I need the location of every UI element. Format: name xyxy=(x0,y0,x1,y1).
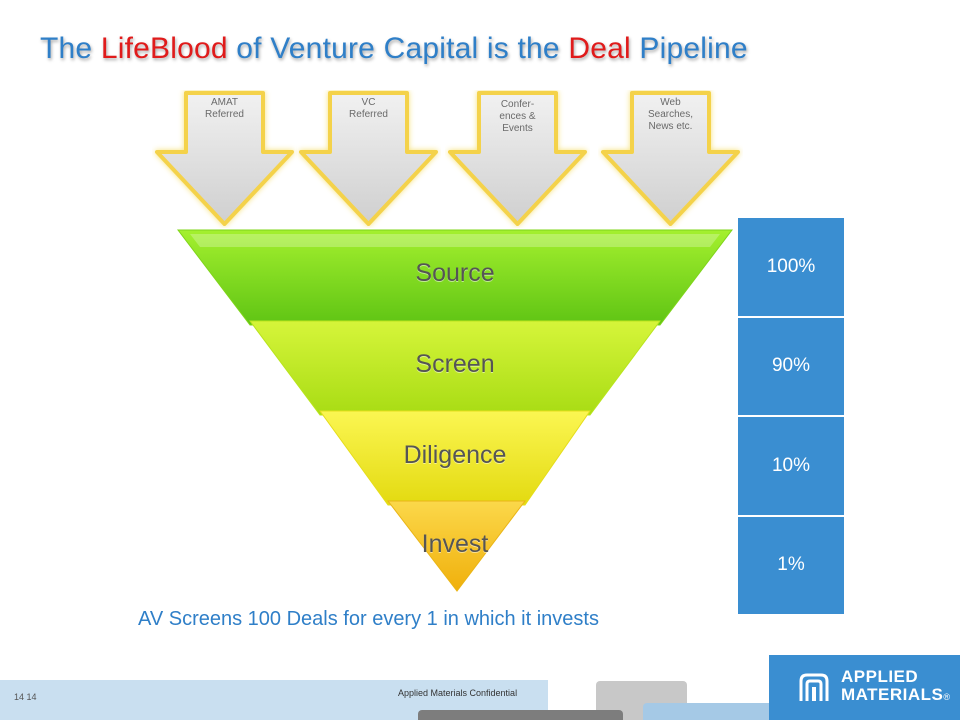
arrow-amat-referred: AMAT Referred xyxy=(152,90,297,228)
down-arrow-icon xyxy=(448,91,587,226)
funnel-layer-diligence xyxy=(319,410,591,506)
stage-label-source: Source xyxy=(415,259,495,287)
down-arrow-icon xyxy=(155,91,294,226)
pct-cell-invest: 1% xyxy=(738,516,844,616)
arrow-label-line: Web xyxy=(660,97,681,108)
arrow-conferences-events: Confer- ences & Events xyxy=(445,90,590,228)
arrow-label-line: Confer- xyxy=(500,99,535,110)
page-number: 14 14 xyxy=(14,692,37,702)
arrow-label-line: Events xyxy=(502,123,533,134)
title-highlight-lifeblood: LifeBlood xyxy=(100,32,228,65)
logo-mark-icon xyxy=(799,673,829,701)
title-text: Pipeline xyxy=(630,32,748,65)
applied-materials-logo: APPLIED MATERIALS® xyxy=(769,655,960,720)
caption: AV Screens 100 Deals for every 1 in whic… xyxy=(138,608,599,630)
stage-label-invest: Invest xyxy=(421,530,489,558)
title-text: The xyxy=(40,32,101,65)
deal-funnel: Source Screen Diligence Invest xyxy=(170,225,740,610)
slide-title: The LifeBlood of Venture Capital is the … xyxy=(40,32,748,66)
logo-line: APPLIED xyxy=(841,667,919,686)
footer-decoration xyxy=(643,703,773,720)
arrow-label: VC Referred xyxy=(318,97,419,121)
arrow-label: Confer- ences & Events xyxy=(467,99,568,135)
pct-cell-source: 100% xyxy=(738,218,844,318)
arrow-web-searches: Web Searches, News etc. xyxy=(598,90,743,228)
registered-mark: ® xyxy=(943,692,951,702)
pct-cell-diligence: 10% xyxy=(738,417,844,517)
stage-label-diligence: Diligence xyxy=(403,441,507,469)
logo-line: MATERIALS® xyxy=(841,686,951,706)
funnel-graphic xyxy=(176,229,734,592)
pct-cell-screen: 90% xyxy=(738,317,844,417)
arrow-label: AMAT Referred xyxy=(174,97,275,121)
down-arrow-icon xyxy=(299,91,438,226)
arrow-label-line: Referred xyxy=(349,109,388,120)
logo-line-text: MATERIALS xyxy=(841,685,944,704)
conversion-table: 100% 90% 10% 1% xyxy=(737,218,844,616)
funnel-layer-screen xyxy=(249,320,661,416)
arrow-label-line: News etc. xyxy=(648,121,693,132)
title-highlight-deal: Deal xyxy=(568,32,631,65)
arrow-label-line: ences & xyxy=(499,111,536,122)
funnel-layer-source xyxy=(176,229,734,326)
arrow-label-line: AMAT xyxy=(210,97,239,108)
stage-label-screen: Screen xyxy=(415,350,495,378)
funnel-layer-invest xyxy=(386,500,527,592)
footer-decoration xyxy=(418,710,623,720)
logo-text: APPLIED MATERIALS® xyxy=(841,668,951,706)
arrow-label-line: Referred xyxy=(205,109,244,120)
arrow-label: Web Searches, News etc. xyxy=(620,97,721,133)
arrow-vc-referred: VC Referred xyxy=(296,90,441,228)
arrow-label-line: Searches, xyxy=(647,109,694,120)
title-text: of Venture Capital is the xyxy=(227,32,569,65)
arrow-label-line: VC xyxy=(361,97,376,108)
down-arrow-icon xyxy=(601,91,740,226)
confidential-notice: Applied Materials Confidential xyxy=(398,688,518,698)
